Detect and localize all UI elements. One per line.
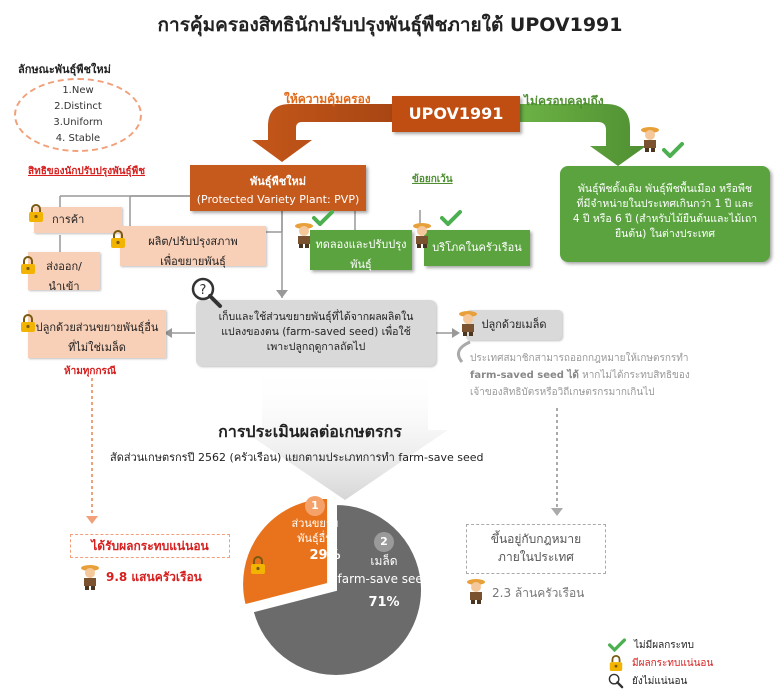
seed-box: ปลูกด้วยเมล็ด: [466, 310, 562, 340]
seed-note-line3: เจ้าของสิทธิบัตรหรือวิถีเกษตรกรมากเกินไป: [470, 387, 655, 398]
impact-certain-count: 9.8 แสนครัวเรือน: [106, 570, 202, 584]
slice-1-label: 1 ส่วนขยาย พันธุ์อื่น 29%: [270, 496, 360, 563]
slice-2-name-line2: (farm-save seed): [332, 572, 436, 586]
slice-1-name-line1: ส่วนขยาย: [291, 517, 339, 530]
lock-icon: [29, 204, 43, 222]
impact-law-line1: ขึ้นอยู่กับกฎหมาย: [490, 532, 582, 546]
legend-no-impact: ไม่มีผลกระทบ: [608, 636, 778, 654]
assessment-shaft: [242, 368, 448, 500]
slice-2-number: 2: [374, 532, 394, 552]
page-title: การคุ้มครองสิทธินักปรับปรุงพันธุ์พืชภายใ…: [157, 14, 623, 36]
export-line2: นำเข้า: [48, 280, 80, 293]
slice-2-name-line1: เมล็ด: [370, 554, 398, 568]
protect-arrow: [252, 104, 392, 162]
legend-certain-impact: มีผลกระทบแน่นอน: [608, 654, 778, 672]
check-icon: [312, 210, 334, 226]
assessment-heading: การประเมินผลต่อเกษตรกร: [218, 422, 402, 441]
farmer-icon: [295, 223, 313, 248]
farm-saved-line2: แปลงของตน (farm-saved seed) เพื่อใช้: [221, 326, 411, 338]
impact-certain-box: ได้รับผลกระทบแน่นอน: [70, 534, 230, 558]
characteristics-ellipse: 1.New 2.Distinct 3.Uniform 4. Stable: [14, 78, 142, 152]
impact-law-box: ขึ้นอยู่กับกฎหมาย ภายในประเทศ: [466, 524, 606, 574]
legend-uncertain: ยังไม่แน่นอน: [608, 672, 778, 690]
slice-2-label: 2 เมล็ด (farm-save seed) 71%: [322, 532, 446, 612]
pvp-subtitle: (Protected Variety Plant: PVP): [196, 193, 360, 206]
pvp-box: พันธุ์พืชใหม่ (Protected Variety Plant: …: [190, 165, 366, 211]
check-icon: [662, 142, 684, 158]
legend: ไม่มีผลกระทบ มีผลกระทบแน่นอน ยังไม่แน่นอ…: [608, 636, 778, 690]
trade-box: การค้า: [34, 207, 122, 233]
not-cover-arrow: [520, 104, 646, 166]
farm-saved-line1: เก็บและใช้ส่วนขยายพันธุ์ที่ได้จากผลผลิตใ…: [218, 311, 414, 323]
characteristic-item: 3.Uniform: [53, 117, 103, 128]
magnifier-icon: [608, 673, 624, 689]
legend-uncertain-label: ยังไม่แน่นอน: [632, 675, 688, 687]
farmer-icon: [81, 565, 99, 590]
produce-box: ผลิต/ปรับปรุงสภาพ เพื่อขยายพันธุ์: [120, 226, 266, 268]
not-covered-line1: พันธุ์พืชดั้งเดิม พันธุ์พืชพื้นเมือง หรื…: [577, 183, 753, 195]
seed-note-bold: farm-saved seed ได้: [470, 370, 579, 381]
breeder-rights-heading: สิทธิของนักปรับปรุงพันธุ์พืช: [28, 166, 145, 177]
check-icon: [608, 638, 626, 652]
protect-label: ให้ความคุ้มครอง: [284, 92, 371, 106]
farmer-icon: [413, 223, 431, 248]
pvp-title: พันธุ์พืชใหม่: [249, 175, 307, 188]
seed-note: ประเทศสมาชิกสามารถออกกฎหมายให้เกษตรกรทำ …: [470, 350, 770, 401]
farm-saved-line3: เพาะปลูกฤดูกาลถัดไป: [266, 341, 366, 353]
seed-note-line1: ประเทศสมาชิกสามารถออกกฎหมายให้เกษตรกรทำ: [470, 353, 689, 364]
legend-certain-impact-label: มีผลกระทบแน่นอน: [632, 657, 714, 669]
characteristic-item: 2.Distinct: [54, 101, 102, 112]
not-covered-box: พันธุ์พืชดั้งเดิม พันธุ์พืชพื้นเมือง หรื…: [560, 166, 770, 262]
legend-no-impact-label: ไม่มีผลกระทบ: [634, 639, 694, 651]
impact-law-line2: ภายในประเทศ: [498, 550, 574, 564]
farmer-icon: [641, 127, 659, 152]
exceptions-heading: ข้อยกเว้น: [412, 174, 453, 185]
lock-icon: [609, 655, 623, 671]
impact-law-count: 2.3 ล้านครัวเรือน: [492, 586, 585, 600]
farm-saved-box: เก็บและใช้ส่วนขยายพันธุ์ที่ได้จากผลผลิตใ…: [196, 300, 436, 366]
slice-1-name-line2: พันธุ์อื่น: [297, 532, 333, 545]
characteristic-item: 4. Stable: [55, 133, 101, 144]
slice-1-value: 29%: [309, 548, 341, 563]
forbidden-label: ห้ามทุกกรณี: [64, 366, 117, 377]
lock-icon: [251, 556, 265, 574]
check-icon: [440, 210, 462, 226]
not-cover-label: ไม่ครอบคลุมถึง: [524, 94, 604, 108]
farmer-icon: [467, 579, 485, 604]
non-seed-line1: ปลูกด้วยส่วนขยายพันธุ์อื่น: [35, 321, 159, 334]
farmer-icon: [459, 311, 477, 336]
characteristic-item: 1.New: [62, 85, 94, 96]
export-line1: ส่งออก/: [46, 260, 82, 273]
not-covered-line2: ที่มีจำหน่ายในประเทศเกินกว่า 1 ปี และ: [576, 198, 754, 210]
lock-icon: [21, 314, 35, 332]
seed-note-rest: หากไม่ได้กระทบสิทธิของ: [578, 370, 690, 381]
non-seed-line2: ที่ไม่ใช่เมล็ด: [68, 341, 126, 354]
produce-line1: ผลิต/ปรับปรุงสภาพ: [148, 235, 238, 248]
experiment-line2: พันธุ์: [350, 258, 372, 271]
svg-text:?: ?: [200, 283, 207, 298]
upov-box: UPOV1991: [392, 96, 520, 132]
assessment-subtitle: สัดส่วนเกษตรกรปี 2562 (ครัวเรือน) แยกตาม…: [110, 451, 484, 464]
slice-2-value: 71%: [368, 595, 400, 610]
not-covered-line4: ยืนต้น) ในต่างประเทศ: [614, 228, 716, 240]
magnifier-icon: ?: [191, 277, 222, 308]
household-box: บริโภคในครัวเรือน: [424, 230, 530, 266]
experiment-box: ทดลองและปรับปรุง พันธุ์: [310, 230, 412, 271]
experiment-line1: ทดลองและปรับปรุง: [315, 238, 407, 251]
produce-line2: เพื่อขยายพันธุ์: [160, 255, 226, 268]
lock-icon: [21, 256, 35, 274]
export-box: ส่งออก/ นำเข้า: [28, 252, 100, 293]
lock-icon: [111, 230, 125, 248]
characteristics-heading: ลักษณะพันธุ์พืชใหม่: [18, 63, 111, 76]
non-seed-box: ปลูกด้วยส่วนขยายพันธุ์อื่น ที่ไม่ใช่เมล็…: [28, 310, 166, 358]
slice-1-number: 1: [305, 496, 325, 516]
not-covered-line3: 4 ปี หรือ 6 ปี (สำหรับไม้ยืนต้นและไม้เถา: [572, 213, 758, 225]
